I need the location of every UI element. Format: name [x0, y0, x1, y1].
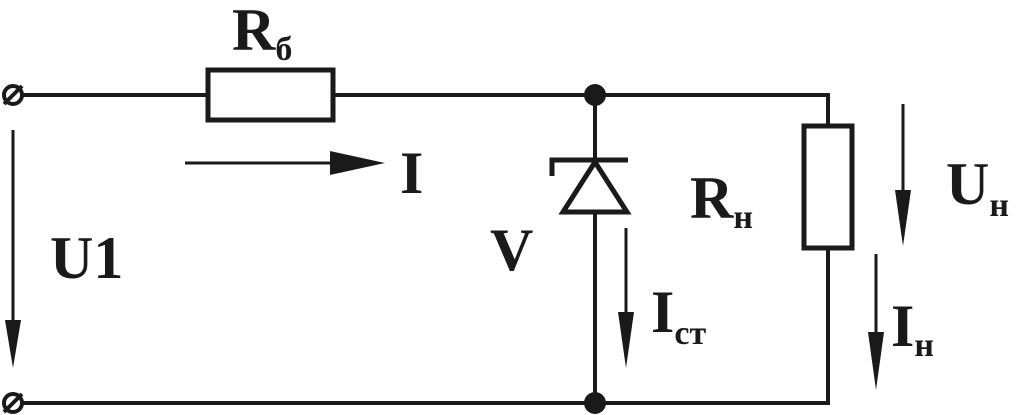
label-in: Iн	[891, 293, 934, 364]
current-arrow-ist	[618, 228, 634, 368]
label-rb: Rб	[232, 0, 292, 68]
junction-node-top	[584, 84, 606, 106]
current-arrow-i	[185, 151, 385, 175]
voltage-arrow-un	[895, 104, 911, 246]
voltage-arrow-u1	[5, 130, 21, 368]
input-terminal-bottom	[2, 392, 24, 414]
load-resistor	[801, 123, 855, 251]
label-u1: U1	[50, 225, 123, 291]
label-rn: Rн	[690, 165, 753, 236]
label-un: Uн	[946, 151, 1009, 224]
label-current-i: I	[400, 140, 423, 206]
label-ist: Iст	[651, 279, 706, 352]
zener-diode-symbol	[549, 157, 632, 215]
junction-node-bottom	[584, 392, 606, 414]
ballast-resistor	[205, 67, 336, 123]
current-arrow-in	[868, 254, 884, 390]
label-zener-v: V	[490, 217, 533, 283]
input-terminal-top	[2, 84, 24, 106]
